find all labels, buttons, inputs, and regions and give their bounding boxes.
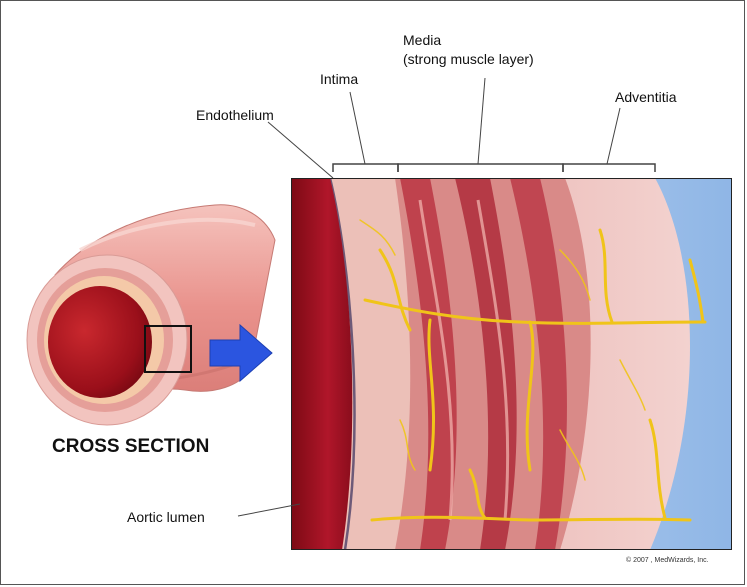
wall-detail-panel <box>291 178 732 550</box>
label-adventitia: Adventitia <box>615 89 677 105</box>
lumen-circle <box>48 286 152 398</box>
layer-brackets <box>333 164 655 172</box>
label-media-line1: Media <box>403 32 441 48</box>
label-aortic-lumen: Aortic lumen <box>127 509 205 525</box>
label-intima: Intima <box>320 71 358 87</box>
media-bracket <box>398 164 563 172</box>
adventitia-bracket <box>563 164 655 172</box>
label-media-line2: (strong muscle layer) <box>403 51 534 67</box>
copyright-text: © 2007 , MedWizards, Inc. <box>626 556 709 564</box>
label-endothelium: Endothelium <box>196 107 274 123</box>
label-cross-section: CROSS SECTION <box>52 436 209 457</box>
intima-bracket <box>333 164 398 172</box>
vessel-cross-section-illustration <box>27 205 275 425</box>
